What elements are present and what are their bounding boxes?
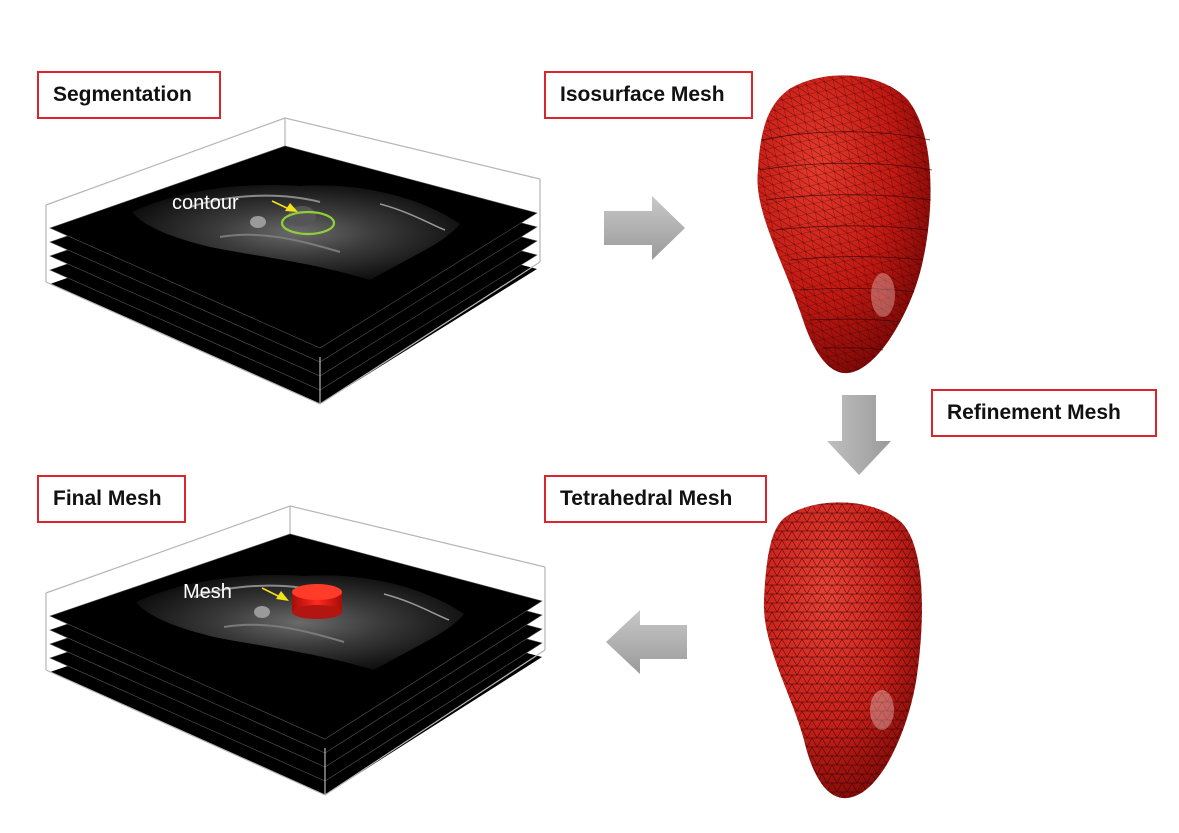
arrow-left-icon xyxy=(606,610,687,674)
final-volume-box-front xyxy=(45,649,546,796)
refinement-mesh-label: Refinement Mesh xyxy=(931,389,1157,437)
tetrahedral-mesh-label: Tetrahedral Mesh xyxy=(544,475,767,523)
contour-outline xyxy=(280,210,336,236)
stacked-slices xyxy=(49,145,538,404)
final-mri-slice xyxy=(136,575,464,670)
tetrahedral-mesh xyxy=(763,502,922,799)
isosurface-mesh xyxy=(757,75,933,374)
refinement-mesh-label-text: Refinement Mesh xyxy=(947,401,1121,424)
isosurface-mesh-label-text: Isosurface Mesh xyxy=(560,83,725,106)
arrow-right-icon xyxy=(604,196,685,260)
final-mesh-label-text: Final Mesh xyxy=(53,487,162,510)
segmentation-label: Segmentation xyxy=(37,71,221,119)
contour-annotation: contour xyxy=(172,192,239,214)
final-mesh-volume: Mesh xyxy=(45,505,546,796)
mesh-annotation: Mesh xyxy=(183,581,232,603)
final-mesh-label: Final Mesh xyxy=(37,475,186,523)
final-stacked-slices xyxy=(49,533,543,795)
mesh-pointer xyxy=(261,587,289,601)
contour-pointer xyxy=(271,200,298,212)
mesh-cylinder xyxy=(292,584,342,619)
segmentation-label-text: Segmentation xyxy=(53,83,192,106)
tetrahedral-mesh-label-text: Tetrahedral Mesh xyxy=(560,487,733,510)
arrow-down-icon xyxy=(827,395,891,475)
isosurface-mesh-label: Isosurface Mesh xyxy=(544,71,753,119)
volume-box-front xyxy=(45,261,541,405)
segmentation-volume: contour xyxy=(45,117,541,405)
